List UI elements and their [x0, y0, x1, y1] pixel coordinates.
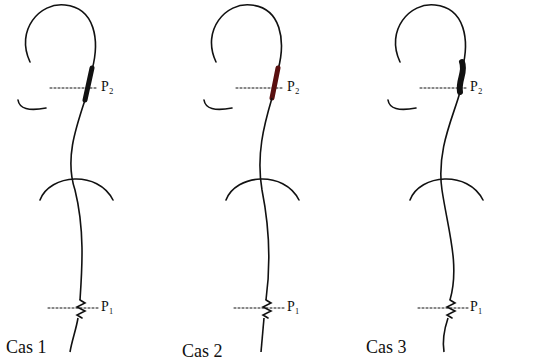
- case-2-figure: [204, 5, 299, 352]
- case-1-figure: [18, 5, 113, 352]
- pressure-point-label: P₂: [101, 80, 114, 94]
- pressure-point-label: P₁: [470, 300, 483, 314]
- pressure-point-label: P₁: [287, 300, 300, 314]
- case-caption: Cas 1: [6, 338, 47, 356]
- case-caption: Cas 3: [366, 338, 407, 356]
- case-3-figure: [388, 5, 483, 352]
- case-caption: Cas 2: [182, 342, 223, 360]
- pressure-point-label: P₂: [287, 80, 300, 94]
- pressure-point-label: P₁: [101, 300, 114, 314]
- pressure-point-label: P₂: [470, 80, 483, 94]
